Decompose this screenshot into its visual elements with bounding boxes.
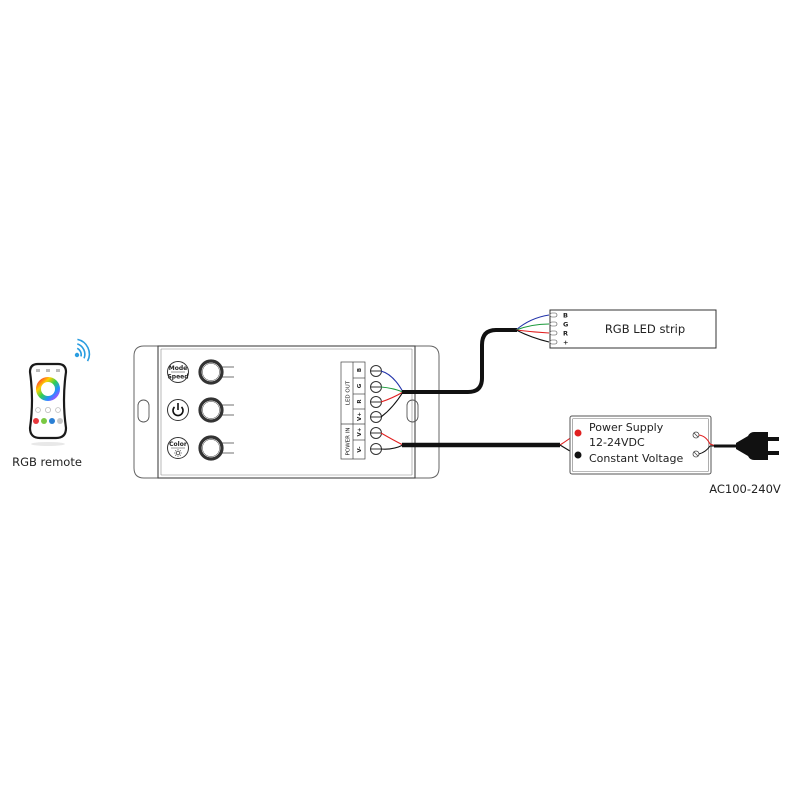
power-supply: Power Supply 12-24VDC Constant Voltage: [569, 415, 712, 475]
strip-wires: [515, 314, 550, 343]
remote-color-button: [33, 418, 39, 424]
terminal-label: G: [357, 383, 363, 388]
strip-pin-label: R: [563, 330, 568, 338]
ac-plug-icon: [736, 432, 779, 460]
strip-pin-label: +: [563, 339, 568, 347]
strip-pin-label: B: [563, 312, 568, 320]
ac-input-label: AC100-240V: [709, 482, 781, 496]
knob: [198, 359, 234, 385]
strip-pin-label: G: [563, 321, 568, 329]
knob: [198, 397, 234, 423]
terminal-label: V-: [357, 446, 363, 452]
screw-terminals: [370, 365, 382, 455]
svg-text:Mode: Mode: [169, 365, 187, 372]
led-strip: B G R + RGB LED strip: [549, 309, 717, 349]
terminal-label: B: [357, 368, 363, 372]
terminal-label: V+: [357, 427, 363, 436]
remote-label: RGB remote: [12, 455, 82, 469]
terminal-label-block: [340, 361, 366, 460]
led-strip-label: RGB LED strip: [605, 322, 685, 336]
brightness-icon: [174, 449, 182, 457]
power-supply-type: Constant Voltage: [589, 452, 683, 465]
remote-color-button: [57, 418, 63, 424]
rgb-remote: RGB remote: [12, 338, 91, 469]
svg-text:Color: Color: [169, 441, 187, 448]
color-wheel: [36, 377, 60, 401]
mount-slot-right: [406, 399, 419, 423]
terminal-label: R: [357, 399, 363, 404]
led-out-label: LED OUT: [346, 380, 352, 405]
led-cable: [402, 328, 517, 394]
controller-led-wires: [380, 370, 404, 450]
power-button: [167, 399, 189, 421]
power-supply-voltage: 12-24VDC: [589, 436, 645, 449]
power-icon: [172, 403, 184, 417]
remote-color-button: [49, 418, 55, 424]
terminal-label: V+: [357, 412, 363, 421]
remote-color-button: [41, 418, 47, 424]
power-in-label: POWER IN: [346, 428, 352, 456]
dc-positive-terminal: [574, 429, 582, 437]
color-button: Color: [167, 437, 189, 459]
power-supply-title: Power Supply: [589, 421, 664, 434]
wifi-signal-icon: [74, 338, 91, 362]
controller: [133, 345, 440, 479]
dc-negative-terminal: [574, 451, 582, 459]
mount-slot-left: [137, 399, 150, 423]
knob: [198, 435, 234, 461]
mode-speed-button: Mode Speed: [167, 361, 189, 383]
ac-wires: [698, 434, 717, 455]
svg-text:Speed: Speed: [167, 374, 188, 381]
